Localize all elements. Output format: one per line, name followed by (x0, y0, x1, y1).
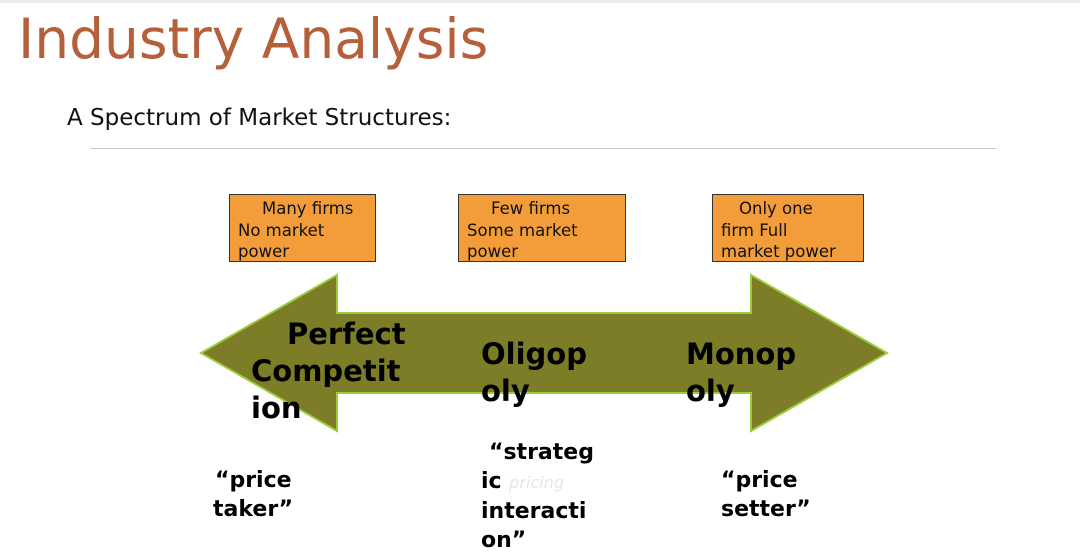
slide-title: Industry Analysis (18, 7, 489, 71)
box-line: Only one (739, 199, 813, 218)
box-line: No market (238, 220, 325, 240)
slide-subtitle: A Spectrum of Market Structures: (67, 105, 452, 131)
box-line: firm Full (721, 220, 788, 240)
label-line: oly (481, 374, 530, 408)
label-line: ion (251, 391, 302, 425)
monopoly-label: Monop oly (686, 336, 796, 410)
strategic-interaction-quote: “strateg ic pricing interacti on” (481, 438, 594, 555)
oligopoly-label: Oligop oly (481, 336, 587, 410)
quote-line-with-faint-text: ic pricing (481, 467, 594, 497)
quote-line: ic (481, 469, 502, 494)
box-line: Many firms (262, 199, 354, 218)
faint-text: pricing (509, 473, 564, 492)
box-line: Some market (467, 220, 578, 240)
box-line: Few firms (491, 199, 571, 218)
quote-line: on” (481, 528, 527, 553)
perfect-competition-label: Perfect Competit ion (251, 316, 406, 427)
arrow-shape (198, 273, 890, 433)
label-line: Perfect (287, 317, 406, 351)
box-line: power (238, 242, 289, 261)
quote-line: interacti (481, 499, 587, 524)
box-line: power (467, 242, 518, 261)
label-line: Competit (251, 354, 401, 388)
perfect-competition-info-box: Many firms No market power (229, 194, 376, 262)
box-line: market power (721, 242, 836, 261)
quote-line: taker” (213, 497, 294, 522)
quote-line: setter” (721, 497, 811, 522)
label-line: oly (686, 374, 735, 408)
quote-line: “strateg (489, 440, 594, 465)
label-line: Oligop (481, 337, 587, 371)
price-taker-quote: “price taker” (213, 466, 293, 524)
price-setter-quote: “price setter” (721, 466, 811, 524)
oligopoly-info-box: Few firms Some market power (458, 194, 626, 262)
quote-line: “price (721, 468, 798, 493)
divider-line (90, 148, 996, 149)
top-border-line (0, 0, 1080, 3)
monopoly-info-box: Only one firm Full market power (712, 194, 864, 262)
quote-line: “price (215, 468, 292, 493)
label-line: Monop (686, 337, 797, 371)
